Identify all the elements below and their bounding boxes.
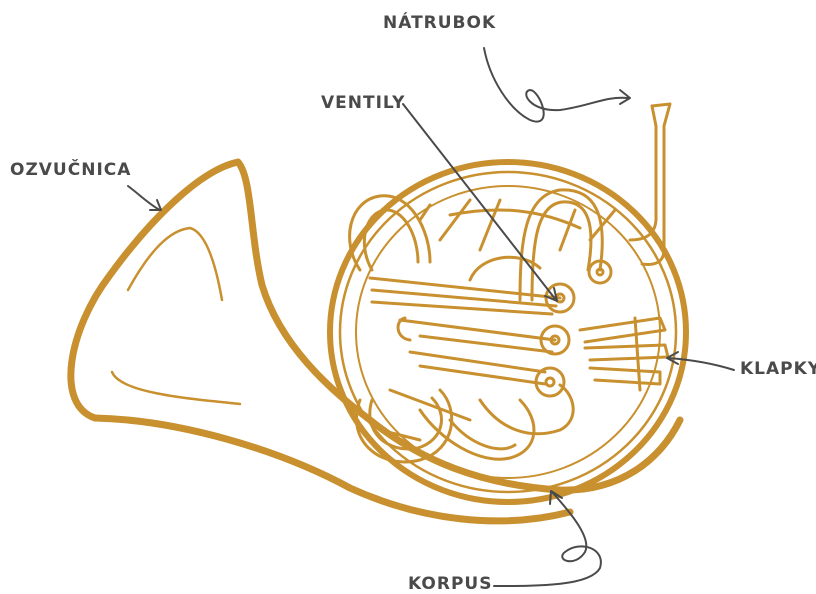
bell-pointer (128, 186, 160, 210)
mouthpiece-pointer (484, 48, 628, 122)
body-pointer (494, 492, 601, 586)
label-body: KORPUS (408, 574, 492, 594)
body-coil (330, 162, 686, 502)
key-levers (580, 318, 668, 390)
valve-slides (370, 278, 560, 384)
label-mouthpiece: NÁTRUBOK (383, 13, 496, 33)
mouthpiece-shape (630, 104, 670, 264)
label-valves: VENTILY (321, 93, 405, 113)
valves-pointer (403, 104, 556, 300)
label-keys: KLAPKY (740, 359, 816, 379)
label-bell: OZVUČNICA (10, 160, 131, 180)
